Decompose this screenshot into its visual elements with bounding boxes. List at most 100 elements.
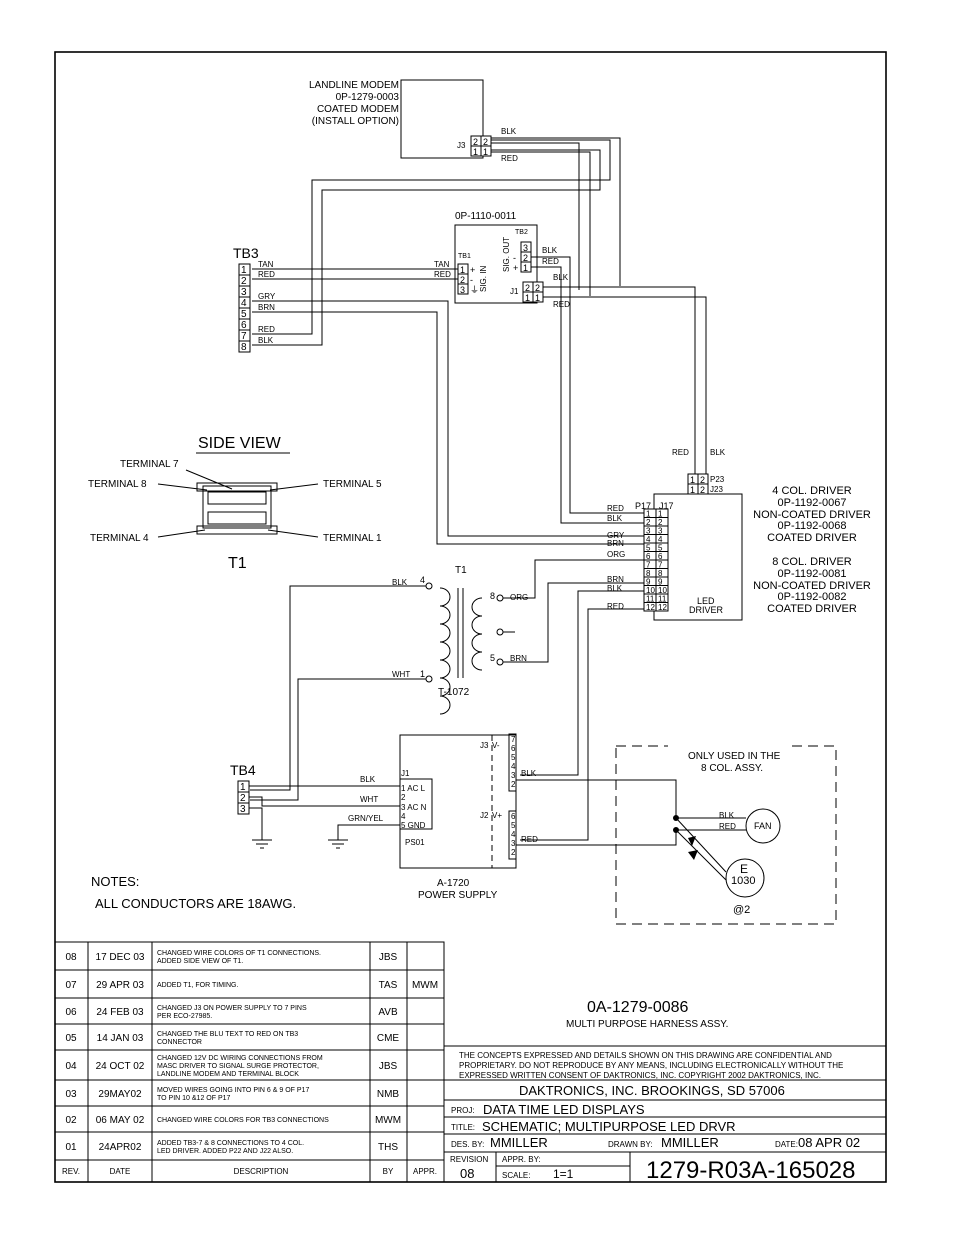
- part-letter: E: [740, 862, 748, 876]
- pin-number: 7: [511, 735, 516, 744]
- confidential-line: EXPRESSED WRITTEN CONSENT OF DAKTRONICS,…: [459, 1071, 821, 1080]
- pin-number: 12: [646, 603, 655, 612]
- modem-connector-label: J3: [457, 141, 466, 150]
- side-view-name: T1: [228, 555, 247, 572]
- wire-label: BLK: [607, 514, 623, 523]
- des-label: DES. BY:: [451, 1140, 484, 1149]
- pin-number: 10: [646, 586, 655, 595]
- pin-label: 2: [401, 793, 406, 802]
- date-cell: 24 FEB 03: [96, 1007, 144, 1018]
- part-qty: @2: [733, 904, 750, 916]
- desc-cell: ADDED SIDE VIEW OF T1.: [157, 958, 243, 965]
- transformer-part: T-1072: [438, 687, 470, 698]
- drawing-title: SCHEMATIC; MULTIPURPOSE LED DRVR: [482, 1119, 736, 1134]
- pin-number: 4: [646, 535, 651, 544]
- by-cell: JBS: [379, 952, 398, 963]
- date-cell: 14 JAN 03: [97, 1033, 144, 1044]
- header-cell: DATE: [110, 1167, 131, 1176]
- date-cell: 24APR02: [99, 1142, 142, 1153]
- designer: MMILLER: [490, 1135, 548, 1150]
- pin-number: 9: [658, 578, 663, 587]
- polarity: -: [470, 275, 473, 285]
- ps-name: A-1720: [437, 878, 470, 889]
- rev-cell: 04: [65, 1061, 77, 1072]
- side-view-title: SIDE VIEW: [198, 435, 282, 452]
- terminal-label: TERMINAL 5: [323, 479, 382, 490]
- wire-label: RED: [553, 300, 570, 309]
- pin-number: 6: [646, 552, 651, 561]
- surge-protector: 0P-1110-0011 TB2 TB1 SIG. OUT SIG. IN J1…: [434, 211, 570, 309]
- wire-label: RED: [542, 257, 559, 266]
- desc-cell: LED DRIVER. ADDED P22 AND J22 ALSO.: [157, 1148, 293, 1155]
- ps-desc: POWER SUPPLY: [418, 890, 498, 901]
- wire-label: BLK: [719, 811, 735, 820]
- wire-label: BRN: [607, 539, 624, 548]
- pin-label: 4: [401, 812, 406, 821]
- driver-desc-line: NON-COATED DRIVER: [753, 509, 871, 521]
- polarity: +: [470, 265, 475, 275]
- rev-cell: 05: [65, 1033, 77, 1044]
- pin-number: 1: [523, 263, 528, 273]
- wire-label: RED: [607, 504, 624, 513]
- terminal-label: TERMINAL 1: [323, 533, 382, 544]
- pin-number: 1: [658, 510, 663, 519]
- wire-label: TAN: [434, 260, 450, 269]
- pin-number: 2: [700, 485, 705, 495]
- fan-box-title: ONLY USED IN THE: [688, 751, 781, 762]
- drafter: MMILLER: [661, 1135, 719, 1150]
- desc-cell: CHANGED 12V DC WIRING CONNECTIONS FROM: [157, 1055, 323, 1062]
- wiring-top: [252, 137, 707, 545]
- desc-cell: MASC DRIVER TO SIGNAL SURGE PROTECTOR,: [157, 1063, 319, 1070]
- rev-cell: 06: [65, 1007, 77, 1018]
- pin-number: 1: [460, 265, 465, 275]
- pin-number: 2: [658, 518, 663, 527]
- wire-label: RED: [434, 270, 451, 279]
- header-cell: DESCRIPTION: [234, 1167, 289, 1176]
- wire-label: RED: [521, 835, 538, 844]
- wire-label: GRN/YEL: [348, 814, 384, 823]
- pin-number: 5: [658, 544, 663, 553]
- project: DATA TIME LED DISPLAYS: [483, 1102, 645, 1117]
- wire-label: GRY: [258, 292, 276, 301]
- pin-number: 2: [523, 253, 528, 263]
- desc-cell: CHANGED WIRE COLORS OF T1 CONNECTIONS.: [157, 950, 321, 957]
- pin-number: 6: [511, 744, 516, 753]
- p23-label: P23: [710, 475, 725, 484]
- tb3-label: TB3: [233, 245, 259, 261]
- driver-name: LED: [697, 596, 715, 606]
- transformer-name: T1: [455, 565, 467, 576]
- j3-label: J3: [480, 741, 489, 750]
- proj-label: PROJ:: [451, 1106, 475, 1115]
- wire-label: ORG: [607, 550, 625, 559]
- header-cell: BY: [383, 1167, 394, 1176]
- date-cell: 29 APR 03: [96, 980, 144, 991]
- by-cell: NMB: [377, 1089, 400, 1100]
- wire-label: RED: [258, 325, 275, 334]
- pin-number: 6: [658, 552, 663, 561]
- wire-label: BLK: [258, 336, 274, 345]
- pin-number: 11: [646, 595, 655, 604]
- pin-number: 8: [490, 591, 495, 601]
- pin-number: 8: [241, 342, 247, 353]
- j2-polarity: V+: [492, 811, 502, 820]
- protector-part: 0P-1110-0011: [455, 211, 517, 222]
- rev-cell: 02: [65, 1115, 77, 1126]
- pin-number: 8: [658, 569, 663, 578]
- j3-connector: [508, 733, 517, 792]
- pin-number: 4: [511, 762, 516, 771]
- sig-out-label: SIG. OUT: [502, 237, 511, 272]
- pin-number: 4: [241, 298, 247, 309]
- terminal-label: TERMINAL 7: [120, 459, 179, 470]
- pin-number: 2: [646, 518, 651, 527]
- modem-line: (INSTALL OPTION): [312, 116, 399, 127]
- date-cell: 17 DEC 03: [96, 952, 145, 963]
- date-label: DATE:: [775, 1140, 798, 1149]
- pin-number: 4: [420, 575, 425, 585]
- wire-label: RED: [719, 822, 736, 831]
- driver-desc-line: 4 COL. DRIVER: [772, 485, 852, 497]
- pin-number: 3: [511, 771, 516, 780]
- pin-label: 5 GND: [401, 821, 426, 830]
